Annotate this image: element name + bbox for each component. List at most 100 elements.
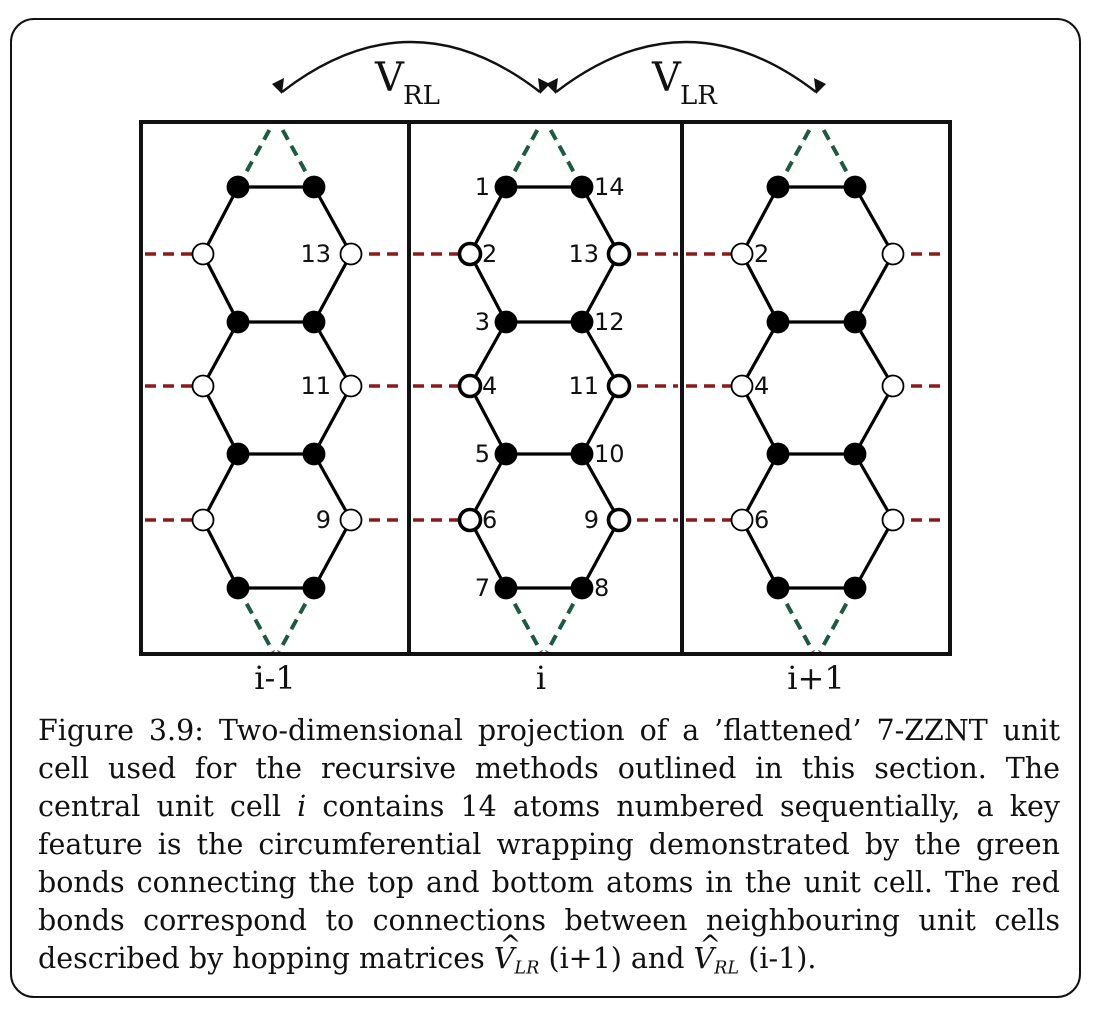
figure-frame (10, 18, 1081, 998)
atom-label-1-3: 3 (475, 308, 490, 336)
green-wrap-bond-2-8 (818, 587, 857, 653)
filled-atom-0-3 (226, 310, 250, 334)
atom-label-1-6: 6 (482, 506, 497, 534)
cell-label-1: i (536, 659, 546, 697)
atom-label-0-9: 9 (316, 506, 331, 534)
open-atom-1-11 (606, 373, 632, 399)
bond-2-6-7 (740, 519, 780, 589)
atom-label-2-6: 6 (754, 506, 769, 534)
bond-1-6-7 (468, 519, 508, 589)
filled-atom-1-1 (494, 175, 518, 199)
bond-1-2-3 (468, 253, 508, 323)
atom-label-1-12: 12 (594, 308, 625, 336)
bond-0-8-9 (312, 519, 353, 589)
caption-label: Figure 3.9: (38, 714, 204, 747)
filled-atom-0-7 (226, 576, 250, 600)
open-atom-2-9 (881, 508, 905, 532)
filled-atom-1-12 (570, 310, 594, 334)
filled-atom-2-10 (843, 442, 867, 466)
green-wrap-bond-0-14 (277, 123, 316, 188)
filled-atom-1-8 (570, 576, 594, 600)
bond-2-5-6 (740, 453, 780, 521)
bond-0-3-4 (201, 321, 240, 387)
figure-caption: Figure 3.9: Two-dimensional projection o… (38, 712, 1060, 987)
atom-label-2-2: 2 (754, 240, 769, 268)
filled-atom-2-1 (766, 175, 790, 199)
atom-label-0-11: 11 (300, 372, 331, 400)
filled-atom-2-14 (843, 175, 867, 199)
caption-arg-2: (i-1). (748, 942, 817, 975)
filled-atom-0-1 (226, 175, 250, 199)
caption-text-1: Two-dimensional projection of a ’flatten… (38, 714, 1061, 823)
green-wrap-bond-1-1 (504, 123, 543, 188)
green-wrap-bond-0-7 (236, 587, 275, 653)
atom-label-0-13: 13 (300, 240, 331, 268)
filled-atom-2-12 (843, 310, 867, 334)
atom-label-2-4: 4 (754, 372, 769, 400)
bond-0-6-7 (201, 519, 240, 589)
bond-2-13-14 (853, 186, 895, 255)
bond-1-1-2 (468, 186, 508, 255)
green-wrap-bond-1-7 (504, 587, 543, 653)
filled-atom-1-7 (494, 576, 518, 600)
atom-label-1-2: 2 (482, 240, 497, 268)
filled-atom-0-12 (302, 310, 326, 334)
coupling-arrow-right-arc (555, 40, 817, 93)
open-atom-0-11 (339, 374, 363, 398)
bond-1-4-5 (468, 385, 508, 455)
bond-1-11-12 (580, 321, 621, 387)
coupling-arrow-left-head-1 (538, 78, 550, 94)
bond-1-8-9 (580, 519, 621, 589)
filled-atom-0-5 (226, 442, 250, 466)
bond-2-4-5 (740, 385, 780, 455)
bond-2-10-11 (853, 385, 895, 455)
open-atom-1-2 (457, 241, 483, 267)
open-atom-0-4 (191, 374, 215, 398)
cells-frame (139, 120, 952, 656)
open-atom-0-13 (339, 242, 363, 266)
atom-label-1-1: 1 (475, 173, 490, 201)
atom-label-1-7: 7 (475, 574, 490, 602)
atom-label-1-4: 4 (482, 372, 497, 400)
filled-atom-1-14 (570, 175, 594, 199)
bond-0-13-14 (312, 186, 353, 255)
green-wrap-bond-0-8 (277, 587, 316, 653)
open-atom-2-2 (730, 242, 754, 266)
bond-0-5-6 (201, 453, 240, 521)
filled-atom-0-8 (302, 576, 326, 600)
open-atom-0-9 (339, 508, 363, 532)
green-wrap-bond-0-1 (236, 123, 275, 188)
open-atom-1-9 (606, 507, 632, 533)
caption-cell-variable: i (297, 790, 307, 823)
atom-label-1-9: 9 (584, 506, 599, 534)
cell-label-0: i-1 (254, 659, 295, 697)
bond-2-3-4 (740, 321, 780, 387)
bond-2-9-10 (853, 453, 895, 521)
coupling-label-lr-main: V (651, 55, 682, 101)
filled-atom-0-10 (302, 442, 326, 466)
filled-atom-0-14 (302, 175, 326, 199)
caption-text-2: contains 14 atoms numbered sequentially,… (38, 790, 1060, 975)
bond-1-12-13 (580, 253, 621, 323)
coupling-arrow-left-head-0 (272, 78, 284, 94)
green-wrap-bond-2-1 (776, 123, 815, 188)
bond-2-11-12 (853, 321, 895, 387)
filled-atom-2-5 (766, 442, 790, 466)
green-wrap-bond-2-14 (818, 123, 857, 188)
bond-0-11-12 (312, 321, 353, 387)
bond-2-2-3 (740, 253, 780, 323)
coupling-label-rl-main: V (374, 55, 405, 101)
atom-label-1-14: 14 (594, 173, 625, 201)
green-wrap-bond-1-14 (545, 123, 584, 188)
bond-2-1-2 (740, 186, 780, 255)
green-wrap-bond-2-7 (776, 587, 815, 653)
filled-atom-2-3 (766, 310, 790, 334)
bond-1-13-14 (580, 186, 621, 255)
cell-label-2: i+1 (787, 659, 844, 697)
caption-hopping-matrix-rl: VRL (694, 926, 740, 987)
open-atom-1-4 (457, 373, 483, 399)
bond-0-1-2 (201, 186, 240, 255)
bond-0-4-5 (201, 385, 240, 455)
filled-atom-1-3 (494, 310, 518, 334)
